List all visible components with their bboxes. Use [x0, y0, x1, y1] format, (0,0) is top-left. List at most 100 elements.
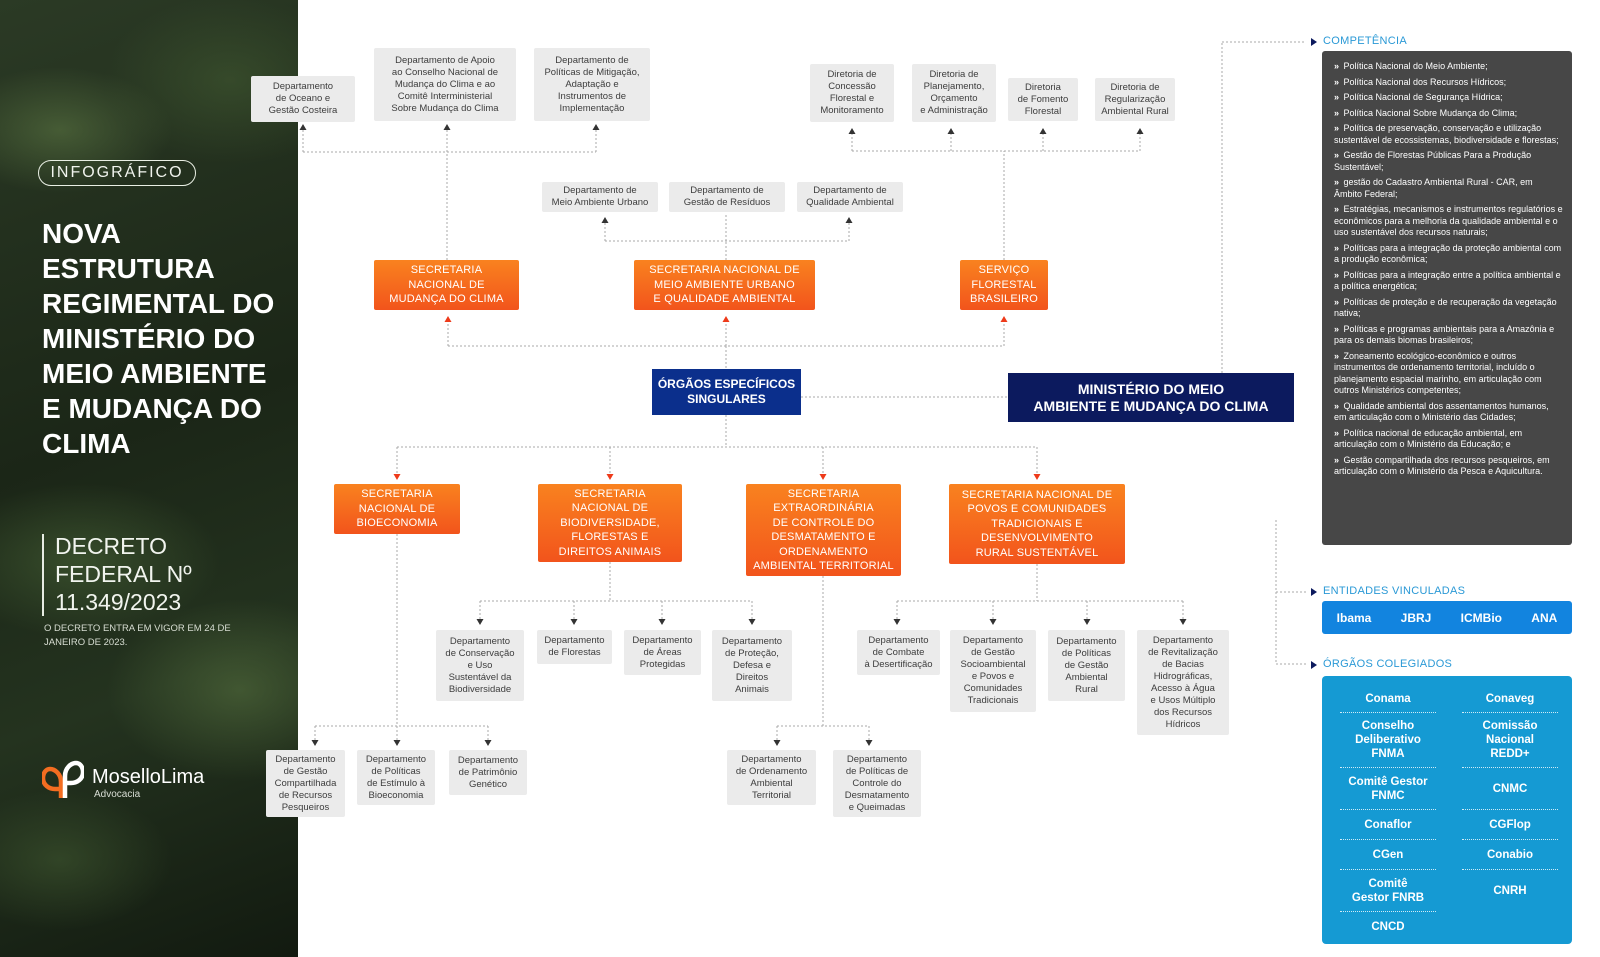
secretaria-meio-ambiente-urbano: SECRETARIA NACIONAL DE MEIO AMBIENTE URB… [634, 260, 815, 310]
povos-dept-arrow-icon [893, 619, 901, 625]
competencia-item: » Zoneamento ecológico-econômico e outro… [1334, 351, 1563, 397]
competencia-item: » Política Nacional Sobre Mudança do Cli… [1334, 108, 1563, 120]
competencia-item: » Política Nacional dos Recursos Hídrico… [1334, 77, 1563, 89]
povos-dept-arrow-icon [1179, 619, 1187, 625]
colegiado-conama: Conama [1340, 686, 1436, 713]
dept-gestao-ambiental-rural: Departamento de Políticas de Gestão Ambi… [1048, 630, 1125, 701]
colegiado-cncd: CNCD [1371, 921, 1405, 933]
colegiados-arrow-icon [1311, 661, 1317, 669]
bullet-icon: » [1334, 107, 1340, 118]
bullet-icon: » [1334, 76, 1340, 87]
bio-dept-arrow-icon [393, 740, 401, 746]
bullet-icon: » [1334, 400, 1340, 411]
secretaria-povos-comunidades: SECRETARIA NACIONAL DE POVOS E COMUNIDAD… [949, 484, 1125, 564]
competencia-item: » Política Nacional do Meio Ambiente; [1334, 61, 1563, 73]
dept-oceano: Departamento de Oceano e Gestão Costeira [251, 76, 355, 122]
bullet-icon: » [1334, 323, 1340, 334]
bio-dept-arrow-icon [311, 740, 319, 746]
dir-regularizacao: Diretoria de Regularização Ambiental Rur… [1095, 78, 1175, 121]
urbano-dept-arrow-icon [845, 217, 853, 223]
competencia-text: Políticas para a integração da proteção … [1334, 242, 1562, 265]
competencia-text: Política de preservação, conservação e u… [1334, 123, 1559, 145]
secretaria-arrow-icon [819, 474, 827, 480]
secretaria-arrow-icon [444, 316, 452, 322]
biodiv-dept-arrow-icon [748, 619, 756, 625]
biodiv-dept-arrow-icon [658, 619, 666, 625]
bullet-icon: » [1334, 427, 1340, 438]
dept-estimulo-bioeconomia: Departamento de Políticas de Estímulo à … [357, 750, 435, 805]
dept-apoio-conselho: Departamento de Apoio ao Conselho Nacion… [374, 48, 516, 121]
decree-divider [42, 534, 44, 616]
competencia-item: » Estratégias, mecanismos e instrumentos… [1334, 204, 1563, 239]
biodiv-dept-arrow-icon [476, 619, 484, 625]
colegiado-cgen: CGen [1340, 840, 1436, 870]
desmat-dept-arrow-icon [773, 740, 781, 746]
dept-conservacao-biodiversidade: Departamento de Conservação e Uso Susten… [436, 630, 524, 701]
logo-name: MoselloLima [92, 766, 205, 788]
competencia-item: » Política de preservação, conservação e… [1334, 123, 1563, 146]
colegiados-right-column: Conaveg Comissão Nacional REDD+ CNMC CGF… [1462, 686, 1558, 912]
competencia-text: Políticas e programas ambientais para a … [1334, 323, 1555, 346]
competencia-text: Política Nacional de Segurança Hídrica; [1341, 92, 1503, 102]
bullet-icon: » [1334, 242, 1340, 253]
entidades-arrow-icon [1311, 588, 1317, 596]
bullet-icon: » [1334, 269, 1340, 280]
competencia-text: Política Nacional Sobre Mudança do Clima… [1341, 107, 1518, 118]
clima-dept-arrow-icon [592, 124, 600, 130]
desmat-dept-arrow-icon [865, 740, 873, 746]
competencia-panel: » Política Nacional do Meio Ambiente;» P… [1322, 51, 1572, 545]
dept-combate-desertificacao: Departamento de Combate à Desertificação [857, 630, 940, 675]
clima-dept-arrow-icon [299, 124, 307, 130]
competencia-item: » Gestão de Florestas Públicas Para a Pr… [1334, 150, 1563, 173]
bio-dept-arrow-icon [484, 740, 492, 746]
dept-mitigacao: Departamento de Políticas de Mitigação, … [534, 48, 650, 121]
competencia-item: » Gestão compartilhada dos recursos pesq… [1334, 455, 1563, 478]
competencia-text: Política Nacional dos Recursos Hídricos; [1341, 76, 1507, 87]
entidade-jbrj: JBRJ [1400, 610, 1432, 625]
main-title: NOVA ESTRUTURA REGIMENTAL DO MINISTÉRIO … [42, 218, 275, 459]
colegiado-cnmc: CNMC [1462, 768, 1558, 810]
servico-florestal-brasileiro: SERVIÇO FLORESTAL BRASILEIRO [960, 260, 1048, 310]
competencia-item: » Qualidade ambiental dos assentamentos … [1334, 401, 1563, 424]
competencia-text: gestão do Cadastro Ambiental Rural - CAR… [1334, 177, 1533, 199]
colegiados-heading: ÓRGÃOS COLEGIADOS [1323, 658, 1453, 670]
tree-logo-icon [42, 760, 84, 798]
competencia-text: Políticas para a integração entre a polí… [1334, 269, 1561, 292]
secretaria-controle-desmatamento: SECRETARIA EXTRAORDINÁRIA DE CONTROLE DO… [746, 484, 901, 576]
dept-ordenamento-territorial: Departamento de Ordenamento Ambiental Te… [727, 750, 816, 805]
competencia-item: » Política nacional de educação ambienta… [1334, 428, 1563, 451]
secretaria-arrow-icon [1000, 316, 1008, 322]
bullet-icon: » [1334, 296, 1340, 307]
bullet-icon: » [1334, 350, 1340, 361]
secretaria-arrow-icon [1033, 474, 1041, 480]
dept-gestao-socioambiental: Departamento de Gestão Socioambiental e … [950, 630, 1036, 712]
left-panel: INFOGRÁFICO NOVA ESTRUTURA REGIMENTAL DO… [0, 0, 298, 957]
colegiado-conaveg: Conaveg [1462, 686, 1558, 713]
clima-dept-arrow-icon [443, 124, 451, 130]
povos-dept-arrow-icon [1083, 619, 1091, 625]
bullet-icon: » [1334, 61, 1340, 71]
competencia-text: Política Nacional do Meio Ambiente; [1341, 61, 1488, 71]
competencia-heading: COMPETÊNCIA [1323, 35, 1407, 47]
dept-areas-protegidas: Departamento de Áreas Protegidas [624, 630, 701, 675]
sfb-dept-arrow-icon [848, 128, 856, 134]
secretaria-arrow-icon [393, 474, 401, 480]
secretaria-bioeconomia: SECRETARIA NACIONAL DE BIOECONOMIA [334, 484, 460, 534]
dir-fomento-florestal: Diretoria de Fomento Florestal [1008, 78, 1078, 121]
povos-dept-arrow-icon [989, 619, 997, 625]
sfb-dept-arrow-icon [1136, 128, 1144, 134]
secretaria-biodiversidade: SECRETARIA NACIONAL DE BIODIVERSIDADE, F… [538, 484, 682, 562]
dept-florestas: Departamento de Florestas [537, 630, 612, 664]
bullet-icon: » [1334, 204, 1340, 214]
competencia-item: » Políticas e programas ambientais para … [1334, 324, 1563, 347]
colegiado-redd: Comissão Nacional REDD+ [1462, 713, 1558, 768]
dept-meio-ambiente-urbano: Departamento de Meio Ambiente Urbano [542, 182, 658, 212]
orgaos-especificos-singulares: ÓRGÃOS ESPECÍFICOS SINGULARES [652, 369, 801, 415]
sfb-dept-arrow-icon [947, 128, 955, 134]
bullet-icon: » [1334, 123, 1340, 133]
dept-patrimonio-genetico: Departamento de Patrimônio Genético [449, 750, 527, 795]
secretaria-arrow-icon [606, 474, 614, 480]
logo-subtitle: Advocacia [94, 789, 141, 800]
